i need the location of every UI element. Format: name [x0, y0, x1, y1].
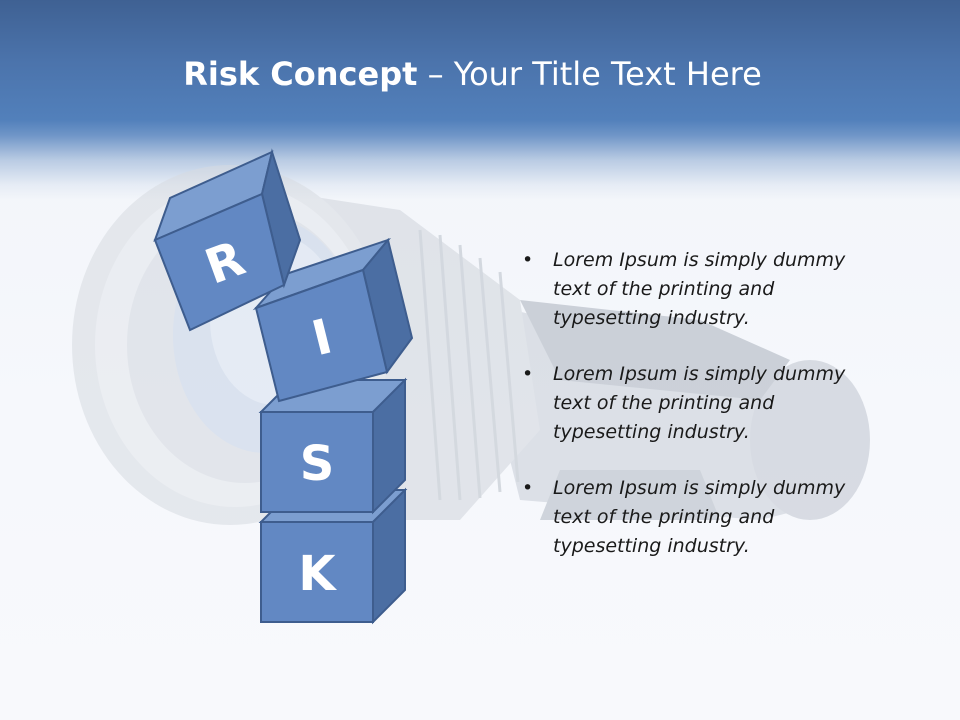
block-letter-k: K: [298, 546, 337, 602]
block-s: S: [258, 377, 408, 515]
list-item: • Lorem Ipsum is simply dummy text of the…: [520, 246, 860, 333]
bullet-dot: •: [522, 477, 534, 499]
bullet-text: Lorem Ipsum is simply dummy text of the …: [553, 249, 846, 329]
list-item: • Lorem Ipsum is simply dummy text of the…: [520, 360, 860, 447]
title-subtitle: – Your Title Text Here: [427, 55, 762, 93]
title-bar: [0, 0, 960, 200]
bullet-dot: •: [522, 363, 534, 385]
block-letter-s: S: [300, 436, 335, 492]
bullet-text: Lorem Ipsum is simply dummy text of the …: [553, 477, 846, 557]
block-r: R: [153, 148, 302, 332]
bullet-text: Lorem Ipsum is simply dummy text of the …: [553, 363, 846, 443]
slide-title: Risk Concept – Your Title Text Here: [0, 52, 945, 96]
list-item: • Lorem Ipsum is simply dummy text of the…: [520, 474, 860, 561]
bullet-list: • Lorem Ipsum is simply dummy text of the…: [520, 246, 860, 588]
bullet-dot: •: [522, 249, 534, 271]
title-bold: Risk Concept: [183, 55, 418, 93]
block-i: I: [252, 237, 414, 403]
